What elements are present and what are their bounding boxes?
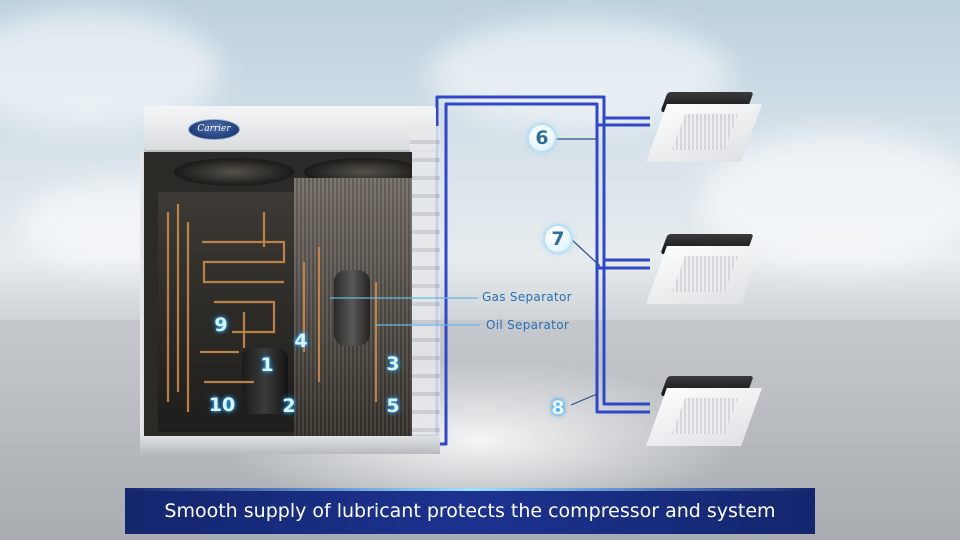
indoor-cassette-unit bbox=[646, 376, 762, 448]
indoor-cassette-unit bbox=[646, 92, 762, 164]
callout-bubble-6: 6 bbox=[529, 125, 555, 151]
callout-number-1: 1 bbox=[260, 354, 274, 376]
unit-top-panel: Carrier bbox=[144, 106, 436, 152]
caption-glow bbox=[125, 488, 815, 491]
leader-7 bbox=[570, 238, 601, 267]
callout-number-8: 8 bbox=[551, 397, 565, 419]
pipe-branch-8a bbox=[595, 268, 650, 414]
indoor-cassette-unit bbox=[646, 234, 762, 306]
outdoor-unit: Carrier bbox=[140, 106, 440, 456]
callout-number-2: 2 bbox=[282, 395, 296, 417]
callout-number-10: 10 bbox=[208, 394, 236, 416]
caption-text: Smooth supply of lubricant protects the … bbox=[164, 500, 776, 522]
fan-left bbox=[174, 158, 294, 186]
caption-bar: Smooth supply of lubricant protects the … bbox=[125, 488, 815, 534]
gas-separator-label: Gas Separator bbox=[482, 290, 572, 304]
callout-number-5: 5 bbox=[386, 395, 400, 417]
separator-vessel bbox=[334, 270, 370, 346]
callout-number-3: 3 bbox=[386, 353, 400, 375]
pipe-branch-8b bbox=[602, 260, 650, 406]
oil-separator-label: Oil Separator bbox=[486, 318, 570, 332]
unit-cutaway bbox=[144, 152, 412, 444]
unit-side-grille bbox=[410, 126, 440, 444]
callout-number-4: 4 bbox=[294, 330, 308, 352]
carrier-logo: Carrier bbox=[188, 119, 240, 140]
unit-base bbox=[140, 436, 440, 454]
callout-number-9: 9 bbox=[214, 314, 228, 336]
callout-bubble-7: 7 bbox=[545, 226, 571, 252]
leader-8 bbox=[570, 393, 598, 406]
